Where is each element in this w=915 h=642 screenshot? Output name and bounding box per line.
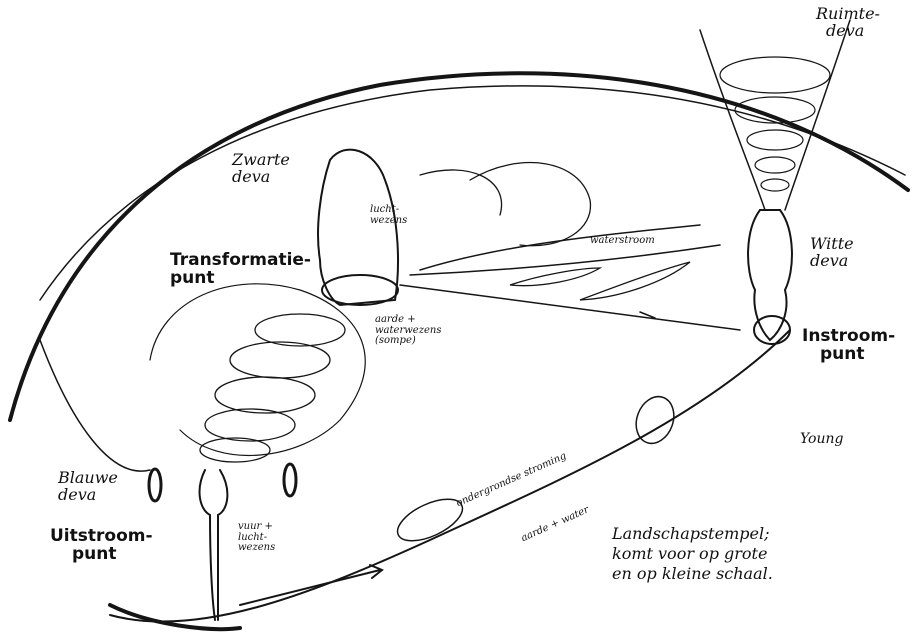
blue-deva-mark: [149, 469, 161, 501]
space-funnel-left: [700, 30, 765, 210]
spiral-2: [230, 342, 330, 378]
water-stream-1: [420, 225, 700, 270]
left-boundary: [40, 340, 150, 471]
dome-outer-arc: [10, 73, 908, 420]
spiral-3: [215, 377, 315, 413]
spiral-1: [255, 314, 345, 346]
outflow-figure: [200, 470, 228, 620]
space-vortex-4: [755, 157, 795, 173]
label-ruimte-deva: Ruimte- deva: [816, 6, 880, 40]
label-vuur-lucht-wezens: vuur + lucht- wezens: [238, 522, 275, 554]
inflow-swirl: [754, 316, 790, 344]
return-arrow: [400, 285, 740, 330]
label-blauwe-deva: Blauwe deva: [58, 470, 118, 504]
spiral-5: [200, 438, 270, 462]
label-witte-deva: Witte deva: [810, 236, 854, 270]
fire-air-mark: [284, 464, 296, 496]
transformation-ring: [322, 275, 398, 305]
leaf-shape-1: [510, 268, 600, 286]
spiral-sweep: [150, 284, 365, 456]
ground-line-lower: [110, 605, 240, 629]
air-swirl-1: [470, 163, 590, 246]
spiral-4: [205, 409, 295, 441]
space-vortex-3: [747, 130, 803, 150]
label-aarde-water-wezens: aarde + waterwezens (sompe): [375, 315, 441, 347]
label-instroom-punt: Instroom- punt: [802, 328, 895, 364]
air-swirl-2: [420, 170, 502, 215]
signature-young: Young: [800, 432, 843, 447]
label-transformatie-punt: Transformatie- punt: [170, 252, 311, 288]
space-vortex-5: [761, 179, 789, 191]
label-waterstroom: waterstroom: [590, 236, 655, 247]
label-lucht-wezens-top: lucht- wezens: [370, 205, 407, 226]
label-zwarte-deva: Zwarte deva: [232, 152, 290, 186]
space-funnel-right: [785, 20, 850, 210]
space-vortex-1: [720, 57, 830, 93]
caption-landschapstempel: Landschapstempel; komt voor op grote en …: [612, 524, 773, 584]
label-uitstroom-punt: Uitstroom- punt: [50, 528, 153, 564]
